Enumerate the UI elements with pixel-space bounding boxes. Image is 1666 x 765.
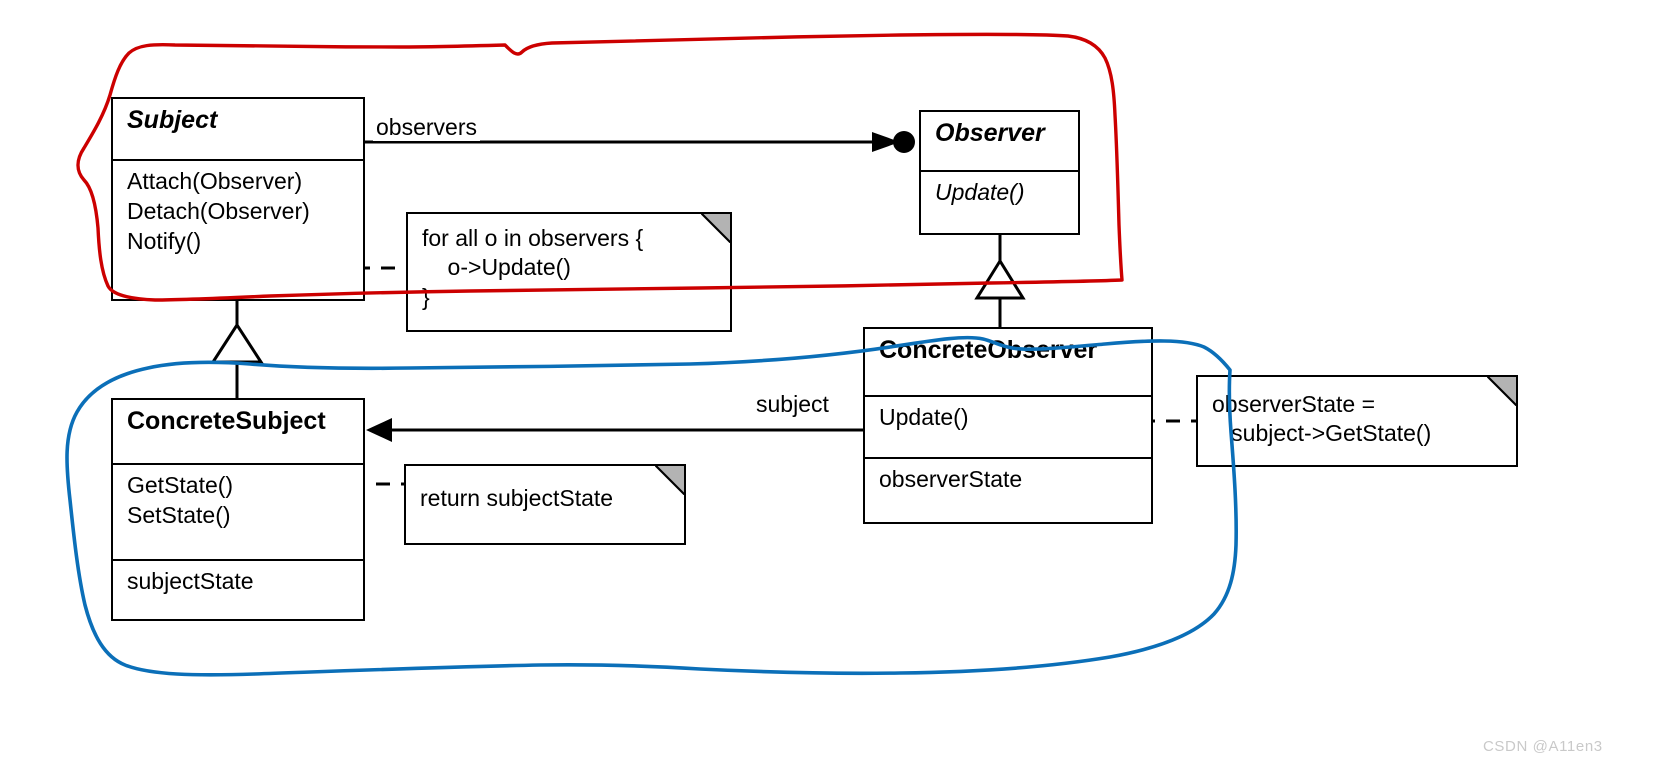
generalization-triangle <box>210 322 264 364</box>
note-text-getstate: return subjectState <box>420 485 614 511</box>
class-box-concrete-observer[interactable]: ConcreteObserver Update() observerState <box>863 327 1153 524</box>
attribute-subjectstate: subjectState <box>127 568 254 594</box>
note-fold-corner <box>1487 376 1517 406</box>
edge-label-observers: observers <box>373 114 480 141</box>
note-fold-corner <box>655 465 685 495</box>
class-name-compartment: ConcreteSubject <box>113 400 363 463</box>
generalization-concretesubject-subject <box>210 300 264 398</box>
csdn-watermark: CSDN @A11en3 <box>1483 738 1603 755</box>
class-name-compartment: ConcreteObserver <box>865 329 1151 395</box>
operation-getstate: GetState() <box>127 472 234 498</box>
note-box-getstate[interactable]: return subjectState <box>404 464 686 545</box>
class-box-observer[interactable]: Observer Update() <box>919 110 1080 235</box>
operation-detach: Detach(Observer) <box>127 197 310 224</box>
class-title-observer: Observer <box>935 119 1045 147</box>
note-fold-corner <box>701 213 731 243</box>
class-title-subject: Subject <box>127 106 218 134</box>
class-operations-compartment: GetState() SetState() <box>113 463 363 559</box>
note-text-update: observerState = subject->GetState() <box>1212 391 1432 447</box>
class-attributes-compartment: observerState <box>865 457 1151 522</box>
note-text-notify: for all o in observers { o->Update() } <box>422 225 644 310</box>
attribute-observerstate: observerState <box>879 466 1023 492</box>
operation-setstate: SetState() <box>127 501 231 528</box>
arrowhead-filled <box>366 418 392 442</box>
class-operations-compartment: Update() <box>865 395 1151 457</box>
operation-update: Update() <box>935 179 1025 205</box>
association-concreteobserver-concretesubject <box>366 418 863 442</box>
class-name-compartment: Subject <box>113 99 363 159</box>
class-operations-compartment: Attach(Observer) Detach(Observer) Notify… <box>113 159 363 299</box>
class-box-concrete-subject[interactable]: ConcreteSubject GetState() SetState() su… <box>111 398 365 621</box>
class-attributes-compartment: subjectState <box>113 559 363 619</box>
operation-attach: Attach(Observer) <box>127 168 303 194</box>
class-box-subject[interactable]: Subject Attach(Observer) Detach(Observer… <box>111 97 365 301</box>
operation-update: Update() <box>879 404 969 430</box>
generalization-concreteobserver-observer <box>974 231 1026 327</box>
class-title-concrete-observer: ConcreteObserver <box>879 336 1098 364</box>
edge-label-subject: subject <box>753 391 832 418</box>
operation-notify: Notify() <box>127 227 202 254</box>
class-name-compartment: Observer <box>921 112 1078 170</box>
generalization-triangle <box>974 258 1026 300</box>
class-title-concrete-subject: ConcreteSubject <box>127 407 326 435</box>
note-box-update[interactable]: observerState = subject->GetState() <box>1196 375 1518 467</box>
note-box-notify[interactable]: for all o in observers { o->Update() } <box>406 212 732 332</box>
class-operations-compartment: Update() <box>921 170 1078 233</box>
multiplicity-ball <box>893 131 915 153</box>
